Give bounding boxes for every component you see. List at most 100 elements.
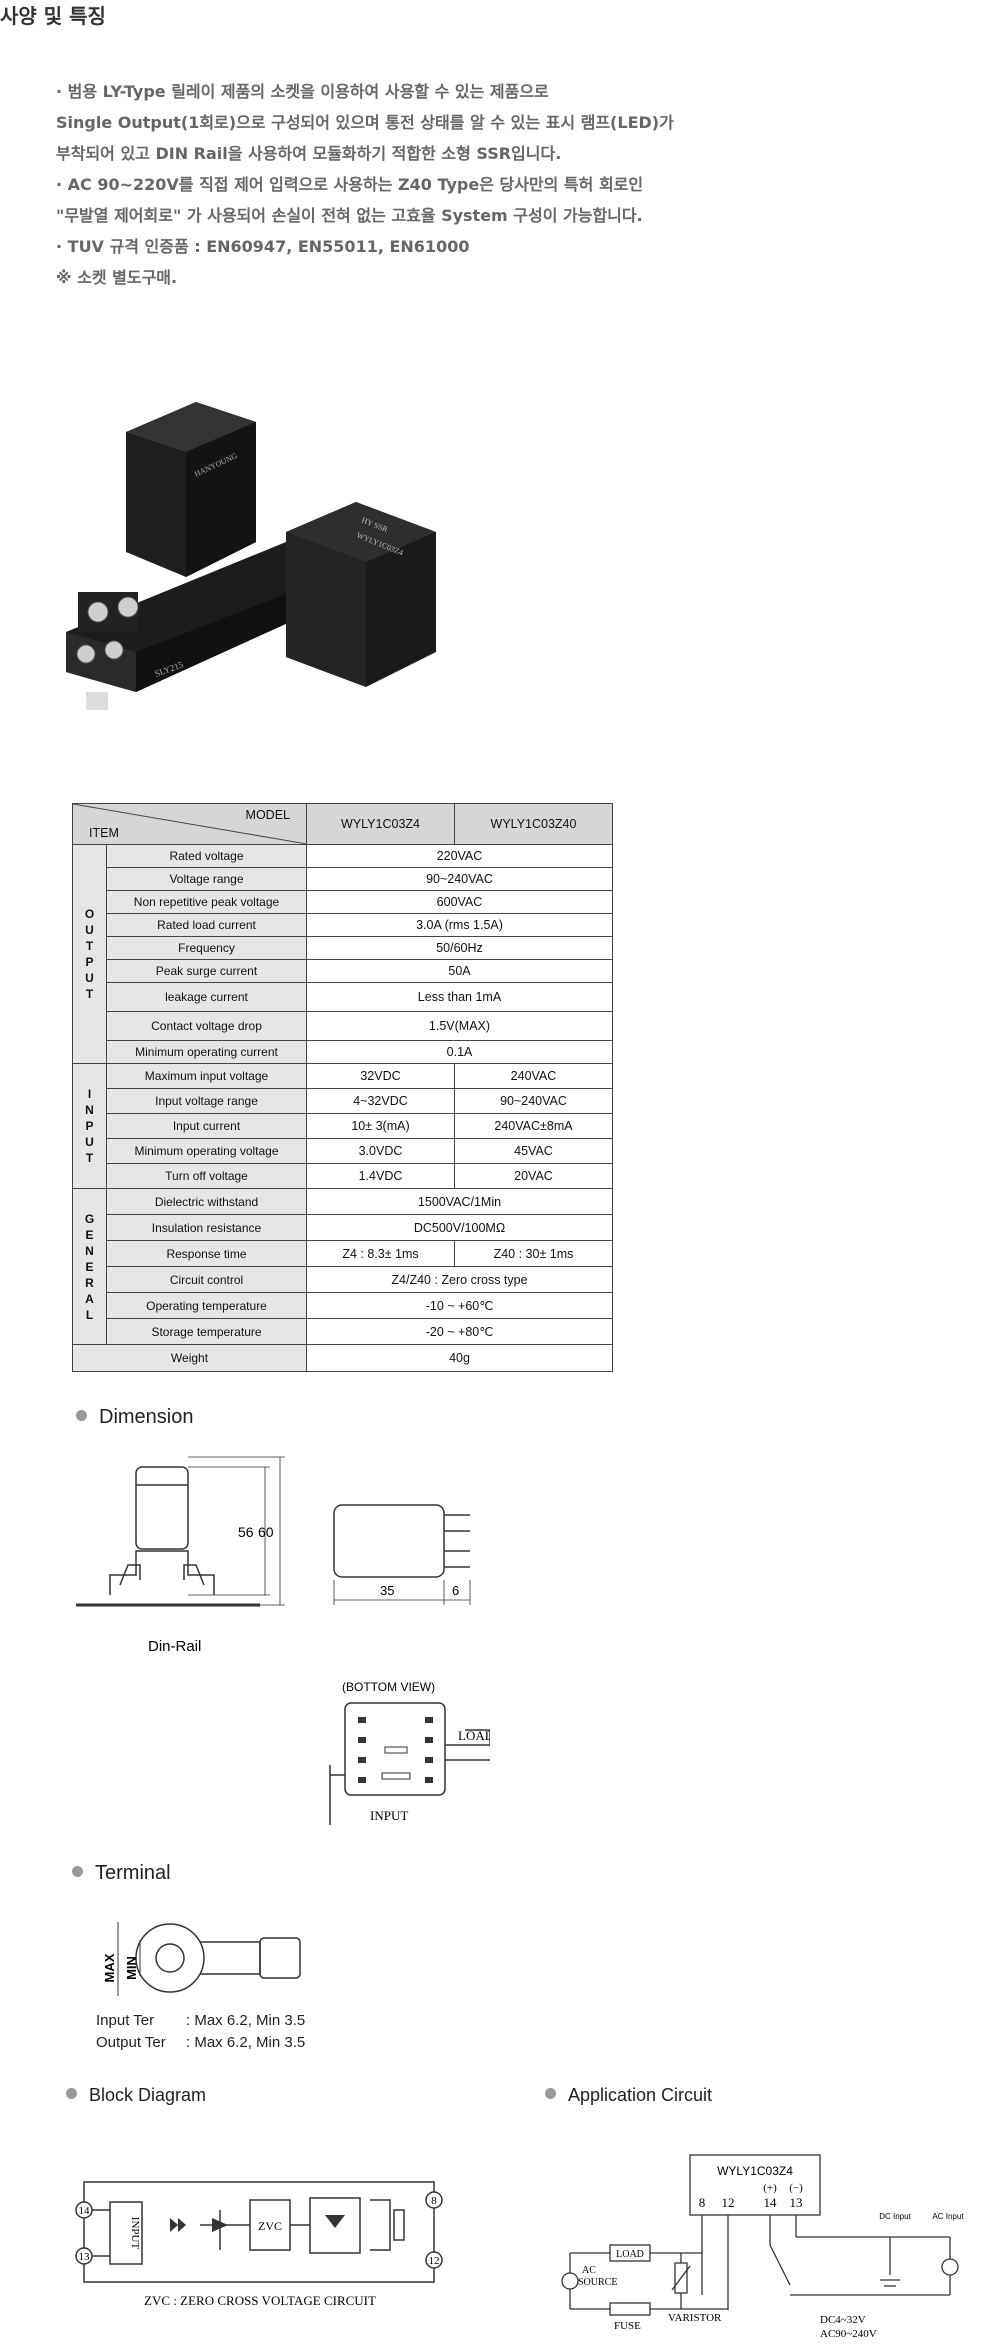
app-source: SOURCE (578, 2277, 617, 2288)
feature-line: · 범용 LY-Type 릴레이 제품의 소켓을 이용하여 사용할 수 있는 제… (56, 82, 549, 101)
table-row: G E N E R A L Dielectric withstand 1500V… (72, 1188, 613, 1345)
row-label: Minimum operating voltage (106, 1138, 307, 1164)
app-dc-range: DC4~32V (820, 2314, 866, 2326)
feature-line: Single Output(1회로)으로 구성되어 있으며 통전 상태를 알 수… (56, 113, 674, 132)
row-value: 0.1A (306, 1040, 613, 1064)
zvc-caption: ZVC : ZERO CROSS VOLTAGE CIRCUIT (144, 2293, 376, 2308)
app-minus: (−) (789, 2182, 803, 2194)
t8-label: 8 (431, 2195, 437, 2207)
row-label: Frequency (106, 936, 307, 960)
row-value-z4: Z4 : 8.3± 1ms (306, 1240, 455, 1267)
feature-line: · AC 90~220V를 직접 제어 입력으로 사용하는 Z40 Type은 … (56, 175, 644, 194)
row-value: Less than 1mA (306, 982, 613, 1012)
row-label: Storage temperature (106, 1318, 307, 1345)
input-block-label: INPUT (129, 2217, 141, 2250)
terminal-title-text: Terminal (95, 1862, 171, 1884)
app-t14: 14 (764, 2195, 778, 2210)
dim-60: 60 (258, 1524, 274, 1540)
row-label: Weight (72, 1344, 307, 1372)
dim-56: 56 (238, 1524, 254, 1540)
spec-table: MODEL ITEM WYLY1C03Z4 WYLY1C03Z40 O U T … (72, 803, 613, 1372)
row-label: Peak surge current (106, 959, 307, 983)
header-item-label: ITEM (89, 826, 119, 840)
max-label: MAX (102, 1953, 117, 1982)
group-input: I N P U T (72, 1063, 107, 1189)
bullet-icon (545, 2088, 556, 2099)
terminal-14-circle (75, 2201, 93, 2219)
block-diagram-title-text: Block Diagram (89, 2085, 207, 2105)
dimension-title: Dimension (76, 1406, 193, 1429)
input-terminal-value: : Max 6.2, Min 3.5 (186, 2012, 306, 2029)
row-value: -20 ~ +80℃ (306, 1318, 613, 1345)
row-label: leakage current (106, 982, 307, 1012)
row-label: Input voltage range (106, 1088, 307, 1114)
row-value-z40: 240VAC±8mA (454, 1113, 613, 1139)
product-photo: SLY215 HANYOUNG HY SSR WYLY1C03Z4 (66, 402, 436, 710)
feature-line: 부착되어 있고 DIN Rail을 사용하여 모듈화하기 적합한 소형 SSR입… (56, 144, 562, 163)
row-label: Insulation resistance (106, 1214, 307, 1241)
terminal-13-circle (75, 2247, 93, 2265)
row-value-z40: 20VAC (454, 1163, 613, 1189)
app-fuse: FUSE (614, 2320, 641, 2332)
table-row: Storage temperature-20 ~ +80℃ (73, 1318, 613, 1345)
row-label: Circuit control (106, 1266, 307, 1293)
ac-input-icon (941, 2258, 959, 2276)
row-label: Input current (106, 1113, 307, 1139)
row-value-z4: 1.4VDC (306, 1163, 455, 1189)
row-value: 3.0A (rms 1.5A) (306, 913, 613, 937)
group-output: O U T P U T (72, 844, 107, 1064)
row-label: Turn off voltage (106, 1163, 307, 1189)
row-value-z40: Z40 : 30± 1ms (454, 1240, 613, 1267)
row-label: Contact voltage drop (106, 1011, 307, 1041)
header-diagonal (73, 804, 306, 844)
row-value: 50/60Hz (306, 936, 613, 960)
application-circuit-title: Application Circuit (545, 2085, 712, 2106)
row-value: 600VAC (306, 890, 613, 914)
row-value: 50A (306, 959, 613, 983)
model-z40-header: WYLY1C03Z40 (454, 803, 613, 845)
row-label: Non repetitive peak voltage (106, 890, 307, 914)
row-value: DC500V/100MΩ (306, 1214, 613, 1241)
app-ac-range: AC90~240V (820, 2328, 877, 2340)
dim-35: 35 (380, 1583, 394, 1598)
feature-line: · TUV 규격 인증품 : EN60947, EN55011, EN61000 (56, 237, 470, 256)
dim-6: 6 (452, 1583, 459, 1598)
table-row: Weight 40g (72, 1344, 613, 1372)
application-circuit: WYLY1C03Z4 8 12 14 13 (+) (−) LOAD AC SO… (561, 2154, 964, 2340)
t14-label: 14 (79, 2205, 91, 2217)
load-label: LOAD (458, 1728, 490, 1743)
terminal-drawing: MAX MIN (102, 1922, 301, 1996)
row-value-z4: 32VDC (306, 1063, 455, 1089)
header-model-label: MODEL (245, 808, 290, 822)
din-rail-label: Din-Rail (148, 1638, 201, 1655)
app-load: LOAD (616, 2249, 644, 2260)
app-t13: 13 (790, 2195, 803, 2210)
row-label: Maximum input voltage (106, 1063, 307, 1089)
row-label: Rated voltage (106, 844, 307, 868)
input-terminal-row: Input Ter: Max 6.2, Min 3.5 (96, 2010, 305, 2032)
row-value-z40: 90~240VAC (454, 1088, 613, 1114)
dimension-drawing: 56 60 35 6 Din-Rail (BOTTOM VIEW) LOAD I… (76, 1456, 490, 1825)
app-t12: 12 (722, 2195, 735, 2210)
model-z4-header: WYLY1C03Z4 (306, 803, 455, 845)
dimension-title-text: Dimension (99, 1406, 194, 1428)
input-label: INPUT (370, 1808, 408, 1823)
row-label: Response time (106, 1240, 307, 1267)
row-value-z40: 240VAC (454, 1063, 613, 1089)
app-model-label: WYLY1C03Z4 (717, 2164, 793, 2178)
features-title: 사양 및 특징 (0, 4, 106, 28)
row-value: 40g (306, 1344, 613, 1372)
terminal-8-circle (425, 2191, 443, 2209)
row-value: -10 ~ +60℃ (306, 1292, 613, 1319)
table-row: O U T P U T Rated voltage 220VAC (72, 844, 613, 1064)
table-row: Operating temperature-10 ~ +60℃ (73, 1292, 613, 1319)
row-label: Voltage range (106, 867, 307, 891)
